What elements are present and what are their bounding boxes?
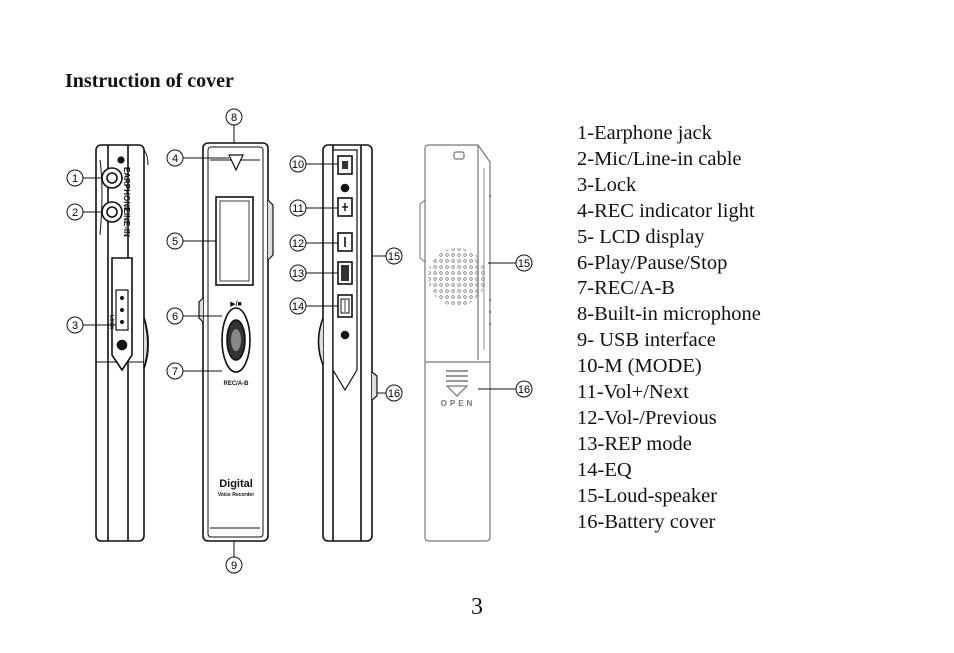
brand-label: Digital bbox=[219, 478, 253, 490]
legend-item: 12-Vol-/Previous bbox=[577, 406, 717, 429]
callout-11 bbox=[289, 199, 307, 217]
callout-number: 16 bbox=[518, 384, 530, 396]
play-record-button bbox=[221, 307, 251, 373]
callout-number: 13 bbox=[292, 268, 304, 280]
line-in-jack bbox=[101, 201, 123, 223]
legend-item: 1-Earphone jack bbox=[577, 122, 712, 144]
device-right-side-view bbox=[317, 144, 378, 542]
speaker-grille bbox=[428, 248, 486, 306]
callout-number: 11 bbox=[292, 203, 303, 215]
callout-number: 15 bbox=[388, 251, 400, 263]
callout-number: 9 bbox=[231, 560, 237, 572]
eq-button bbox=[337, 294, 353, 318]
callout-number: 16 bbox=[388, 388, 400, 400]
callout-number: 3 bbox=[72, 320, 78, 332]
callout-number: 1 bbox=[72, 173, 78, 185]
callout-number: 14 bbox=[292, 301, 304, 313]
callout-16 bbox=[385, 384, 403, 402]
callout-number: 10 bbox=[292, 159, 304, 171]
line-in-label: LINE-IN bbox=[122, 208, 131, 237]
callout-number: 2 bbox=[72, 207, 78, 219]
play-stop-label: ▶/■ bbox=[230, 301, 242, 308]
legend-item: 14-EQ bbox=[577, 458, 632, 481]
callout-number: 12 bbox=[292, 238, 304, 250]
callout-12 bbox=[289, 234, 307, 252]
earphone-jack bbox=[101, 167, 123, 189]
legend-item: 15-Loud-speaker bbox=[577, 484, 718, 507]
callouts bbox=[66, 108, 533, 574]
lock-slider bbox=[111, 257, 133, 372]
lock-label: LOCK bbox=[108, 315, 114, 330]
lcd-display bbox=[215, 196, 254, 286]
rec-indicator-light bbox=[228, 154, 244, 172]
vol-up-button bbox=[337, 197, 353, 217]
vol-down-button bbox=[337, 232, 353, 252]
callout-7 bbox=[166, 362, 184, 380]
callout-15b bbox=[515, 254, 533, 272]
callout-5 bbox=[166, 232, 184, 250]
callout-6 bbox=[166, 307, 184, 325]
legend-item: 7-REC/A-B bbox=[577, 277, 675, 300]
legend-item: 10-M (MODE) bbox=[577, 355, 702, 378]
legend-item: 11-Vol+/Next bbox=[577, 381, 689, 404]
callout-3 bbox=[66, 316, 84, 334]
callout-10 bbox=[289, 155, 307, 173]
open-label: OPEN bbox=[441, 399, 476, 408]
callout-16b bbox=[515, 380, 533, 398]
brand-subtitle-label: Voice Recorder bbox=[218, 492, 254, 498]
battery-cover bbox=[425, 361, 490, 397]
legend-item: 6-Play/Pause/Stop bbox=[577, 251, 728, 274]
device-illustrations: EARPHONE LINE-IN LOCK ▶/■ REC/A-B bbox=[66, 108, 533, 574]
mode-button bbox=[337, 155, 353, 175]
callout-number: 7 bbox=[172, 366, 178, 378]
device-left-side-view bbox=[95, 144, 149, 542]
callout-4 bbox=[166, 149, 184, 167]
device-back-view bbox=[419, 144, 492, 542]
callout-13 bbox=[289, 264, 307, 282]
legend-item: 5- LCD display bbox=[577, 225, 705, 248]
callout-15 bbox=[385, 247, 403, 265]
rec-ab-label: REC/A-B bbox=[224, 381, 250, 387]
callout-2 bbox=[66, 203, 84, 221]
callout-numbers: 1 2 3 4 5 6 7 8 9 10 11 12 13 14 15 16 1… bbox=[72, 112, 530, 572]
callout-number: 6 bbox=[172, 311, 178, 323]
rep-button bbox=[337, 261, 353, 285]
callout-number: 4 bbox=[172, 153, 178, 165]
callout-number: 5 bbox=[172, 236, 178, 248]
callout-number: 8 bbox=[231, 112, 237, 124]
device-front-view bbox=[198, 142, 274, 542]
callout-9 bbox=[225, 556, 243, 574]
device-diagram: EARPHONE LINE-IN LOCK ▶/■ REC/A-B bbox=[60, 100, 560, 580]
legend-item: 9- USB interface bbox=[577, 329, 716, 352]
legend-item: 16-Battery cover bbox=[577, 510, 716, 533]
callout-number: 15 bbox=[518, 258, 530, 270]
callout-14 bbox=[289, 297, 307, 315]
page-number: 3 bbox=[471, 594, 483, 620]
callout-8 bbox=[225, 108, 243, 126]
legend-item: 13-REP mode bbox=[577, 432, 692, 455]
legend-item: 8-Built-in microphone bbox=[577, 303, 761, 326]
callout-leaders bbox=[83, 125, 516, 557]
legend-item: 2-Mic/Line-in cable bbox=[577, 147, 742, 170]
parts-legend: 1-Earphone jack 2-Mic/Line-in cable 3-Lo… bbox=[577, 121, 761, 536]
section-title: Instruction of cover bbox=[65, 70, 234, 92]
legend-item: 3-Lock bbox=[577, 173, 637, 196]
legend-item: 4-REC indicator light bbox=[577, 199, 755, 222]
callout-1 bbox=[66, 169, 84, 187]
earphone-label: EARPHONE bbox=[122, 167, 131, 213]
